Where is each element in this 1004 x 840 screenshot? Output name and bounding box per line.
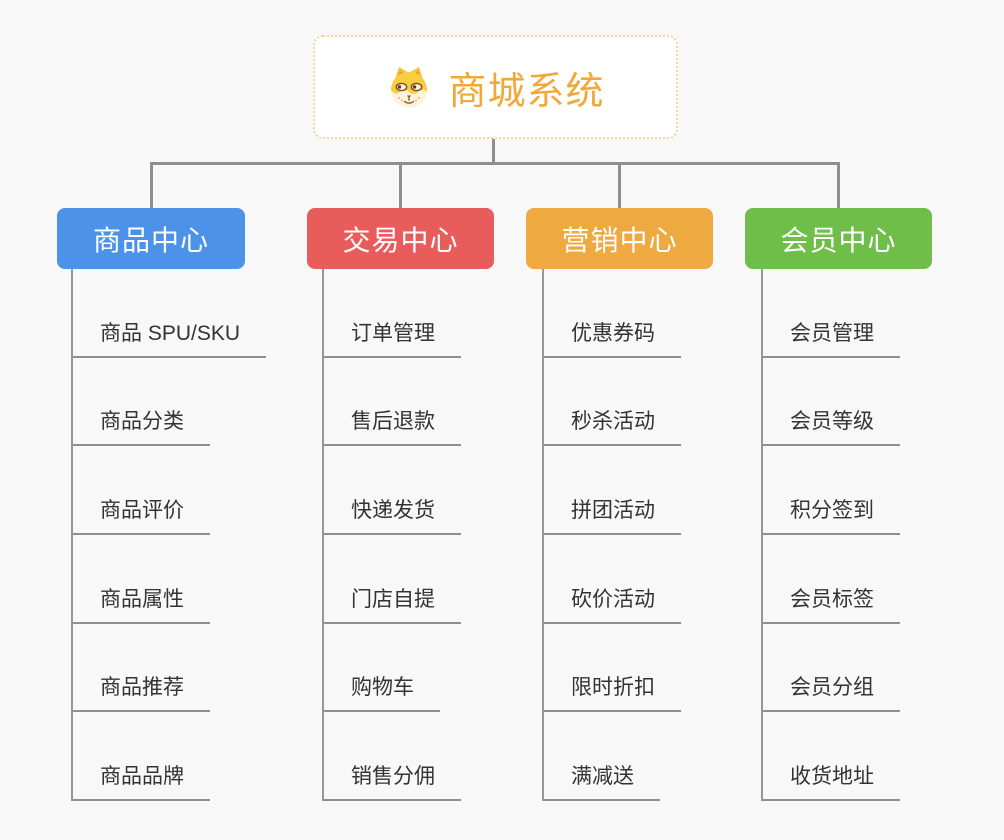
child-row: 积分签到 bbox=[761, 446, 1004, 535]
root-stem-line bbox=[492, 139, 495, 165]
child-node[interactable]: 限时折扣 bbox=[542, 671, 681, 713]
child-row: 拼团活动 bbox=[542, 446, 822, 535]
child-row: 商品评价 bbox=[71, 446, 351, 535]
child-row: 满减送 bbox=[542, 712, 822, 801]
root-node[interactable]: 商城系统 bbox=[313, 35, 678, 139]
child-row: 售后退款 bbox=[322, 358, 602, 447]
child-row: 砍价活动 bbox=[542, 535, 822, 624]
child-node[interactable]: 快递发货 bbox=[322, 494, 461, 535]
child-node[interactable]: 拼团活动 bbox=[542, 494, 681, 535]
child-row: 购物车 bbox=[322, 624, 602, 713]
child-row: 优惠券码 bbox=[542, 269, 822, 358]
branch-children-product-center: 商品 SPU/SKU 商品分类 商品评价 商品属性 商品推荐 商品品牌 bbox=[71, 269, 351, 801]
child-node[interactable]: 收货地址 bbox=[761, 760, 900, 801]
branch-node-label: 会员中心 bbox=[780, 224, 897, 256]
branch-node-trade-center[interactable]: 交易中心 bbox=[307, 208, 494, 269]
branch-children-member-center: 会员管理 会员等级 积分签到 会员标签 会员分组 收货地址 bbox=[761, 269, 1004, 801]
child-node[interactable]: 门店自提 bbox=[322, 583, 461, 624]
child-row: 会员标签 bbox=[761, 535, 1004, 624]
child-row: 快递发货 bbox=[322, 446, 602, 535]
child-node[interactable]: 商品品牌 bbox=[71, 760, 210, 801]
child-node[interactable]: 商品推荐 bbox=[71, 671, 210, 713]
child-row: 限时折扣 bbox=[542, 624, 822, 713]
branch-drop-line bbox=[399, 162, 402, 208]
child-row: 销售分佣 bbox=[322, 712, 602, 801]
child-row: 秒杀活动 bbox=[542, 358, 822, 447]
child-row: 商品属性 bbox=[71, 535, 351, 624]
child-node[interactable]: 商品 SPU/SKU bbox=[71, 317, 267, 358]
child-node[interactable]: 会员等级 bbox=[761, 405, 900, 447]
child-row: 收货地址 bbox=[761, 712, 1004, 801]
child-node[interactable]: 会员标签 bbox=[761, 583, 900, 624]
child-node[interactable]: 会员分组 bbox=[761, 671, 900, 713]
branch-children-marketing-center: 优惠券码 秒杀活动 拼团活动 砍价活动 限时折扣 满减送 bbox=[542, 269, 822, 801]
child-node[interactable]: 售后退款 bbox=[322, 405, 461, 447]
child-row: 商品品牌 bbox=[71, 712, 351, 801]
child-node[interactable]: 秒杀活动 bbox=[542, 405, 681, 447]
child-row: 订单管理 bbox=[322, 269, 602, 358]
branch-node-marketing-center[interactable]: 营销中心 bbox=[526, 208, 713, 269]
branch-node-label: 商品中心 bbox=[92, 224, 209, 256]
trunk-line bbox=[71, 269, 73, 801]
child-row: 门店自提 bbox=[322, 535, 602, 624]
branch-node-member-center[interactable]: 会员中心 bbox=[745, 208, 932, 269]
trunk-line bbox=[761, 269, 763, 801]
child-node[interactable]: 商品属性 bbox=[71, 583, 210, 624]
branch-drop-line bbox=[618, 162, 621, 208]
child-node[interactable]: 订单管理 bbox=[322, 317, 461, 358]
branch-horizontal-line bbox=[150, 162, 840, 165]
child-node[interactable]: 优惠券码 bbox=[542, 317, 681, 358]
child-row: 会员管理 bbox=[761, 269, 1004, 358]
branch-node-label: 营销中心 bbox=[561, 224, 678, 256]
trunk-line bbox=[542, 269, 544, 801]
branch-drop-line bbox=[837, 162, 840, 208]
child-node[interactable]: 砍价活动 bbox=[542, 583, 681, 624]
child-row: 会员分组 bbox=[761, 624, 1004, 713]
child-row: 商品分类 bbox=[71, 358, 351, 447]
child-node[interactable]: 积分签到 bbox=[761, 494, 900, 535]
branch-node-label: 交易中心 bbox=[342, 224, 459, 256]
child-node[interactable]: 销售分佣 bbox=[322, 760, 461, 801]
child-row: 会员等级 bbox=[761, 358, 1004, 447]
child-node[interactable]: 满减送 bbox=[542, 760, 660, 801]
branch-node-product-center[interactable]: 商品中心 bbox=[57, 208, 245, 269]
child-row: 商品推荐 bbox=[71, 624, 351, 713]
trunk-line bbox=[322, 269, 324, 801]
shiba-dog-icon bbox=[391, 67, 428, 108]
branch-drop-line bbox=[150, 162, 153, 208]
root-node-title: 商城系统 bbox=[448, 70, 605, 113]
child-node[interactable]: 商品评价 bbox=[71, 494, 210, 535]
child-node[interactable]: 商品分类 bbox=[71, 405, 210, 447]
child-node[interactable]: 购物车 bbox=[322, 671, 440, 713]
child-row: 商品 SPU/SKU bbox=[71, 269, 351, 358]
branch-children-trade-center: 订单管理 售后退款 快递发货 门店自提 购物车 销售分佣 bbox=[322, 269, 602, 801]
child-node[interactable]: 会员管理 bbox=[761, 317, 900, 358]
